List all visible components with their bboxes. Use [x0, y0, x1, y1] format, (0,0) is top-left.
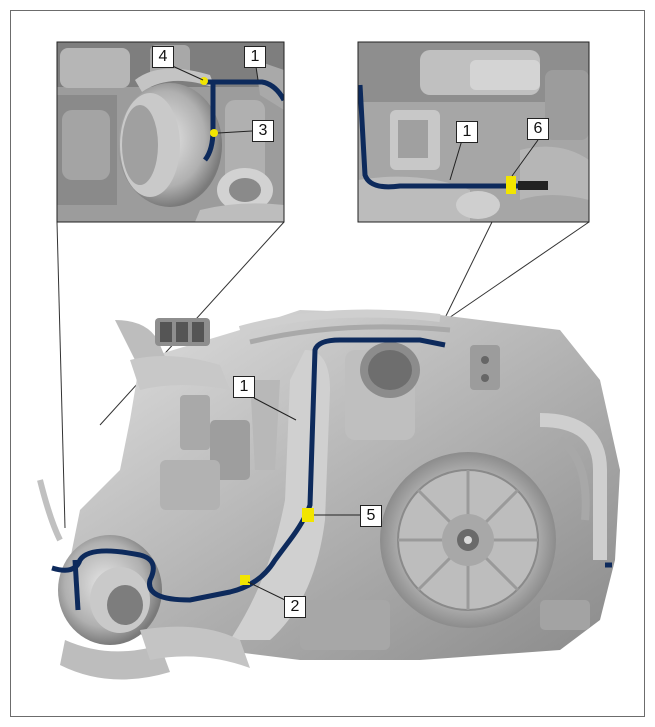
inset-right-border — [357, 41, 590, 223]
callout-right-1: 1 — [456, 121, 478, 143]
callout-left-3: 3 — [252, 120, 274, 142]
inset-right — [358, 42, 589, 222]
engine-main — [37, 309, 620, 680]
callout-left-1: 1 — [244, 46, 266, 68]
inset-left-border — [56, 41, 285, 223]
callout-main-2: 2 — [284, 596, 306, 618]
callout-main-1: 1 — [233, 376, 255, 398]
callout-main-5: 5 — [360, 505, 382, 527]
inset-left — [57, 42, 284, 222]
callout-left-4: 4 — [152, 46, 174, 68]
callout-right-6: 6 — [527, 118, 549, 140]
